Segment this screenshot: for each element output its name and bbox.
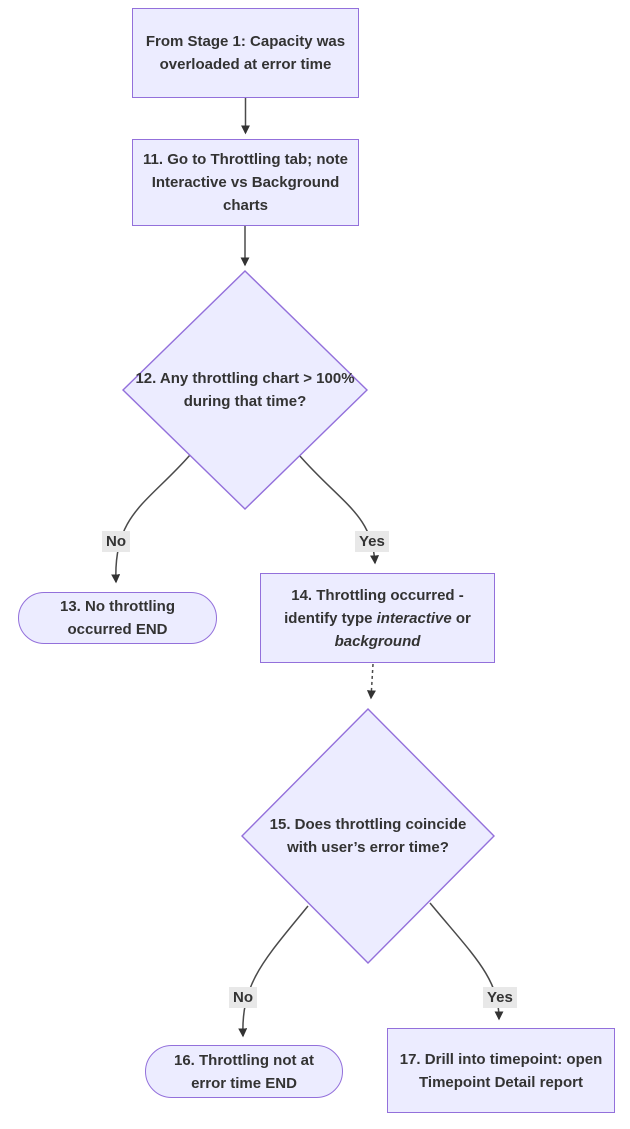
node-14-segment-4: background (334, 632, 421, 650)
edge-15-no-to-16 (238, 905, 309, 1038)
decision-12-label: 12. Any throttling chart > 100% during t… (135, 370, 355, 410)
decision-15-shape (241, 708, 495, 964)
node-start: From Stage 1: Capacity was overloaded at… (132, 8, 359, 98)
node-13-label: 13. No throttling occurred END (60, 598, 175, 638)
node-14-segment-2: interactive (376, 609, 452, 627)
decision-15-label-box: 15. Does throttling coincide with user’s… (255, 792, 481, 880)
edge-label-12-yes: Yes (355, 531, 389, 552)
node-11-throttling-tab: 11. Go to Throttling tab; note Interacti… (132, 139, 359, 226)
node-14-throttling-occurred: 14. Throttling occurred - identify type … (260, 573, 495, 663)
node-13-no-throttling-end: 13. No throttling occurred END (18, 592, 217, 644)
decision-15-label: 15. Does throttling coincide with user’s… (269, 816, 467, 856)
node-16-not-at-error-time-end: 16. Throttling not at error time END (145, 1045, 343, 1098)
node-14-segment-3: or (451, 609, 471, 627)
decision-12-label-box: 12. Any throttling chart > 100% during t… (133, 348, 357, 432)
node-14-segment-1: 14. Throttling occurred - identify type (284, 586, 464, 627)
edge-14-to-15 (366, 663, 376, 700)
node-start-label: From Stage 1: Capacity was overloaded at… (145, 33, 346, 73)
edge-label-15-yes: Yes (483, 987, 517, 1008)
node-16-label: 16. Throttling not at error time END (174, 1051, 314, 1092)
edge-label-15-no: No (229, 987, 257, 1008)
node-17-label: 17. Drill into timepoint: open Timepoint… (399, 1050, 603, 1091)
edge-12-no-to-13 (111, 454, 191, 584)
node-17-drill-into-timepoint: 17. Drill into timepoint: open Timepoint… (387, 1028, 615, 1113)
edge-label-12-no: No (102, 531, 130, 552)
node-14-label: 14. Throttling occurred - identify type … (271, 584, 484, 653)
node-11-label: 11. Go to Throttling tab; note Interacti… (143, 151, 348, 214)
decision-12-shape (121, 270, 369, 510)
